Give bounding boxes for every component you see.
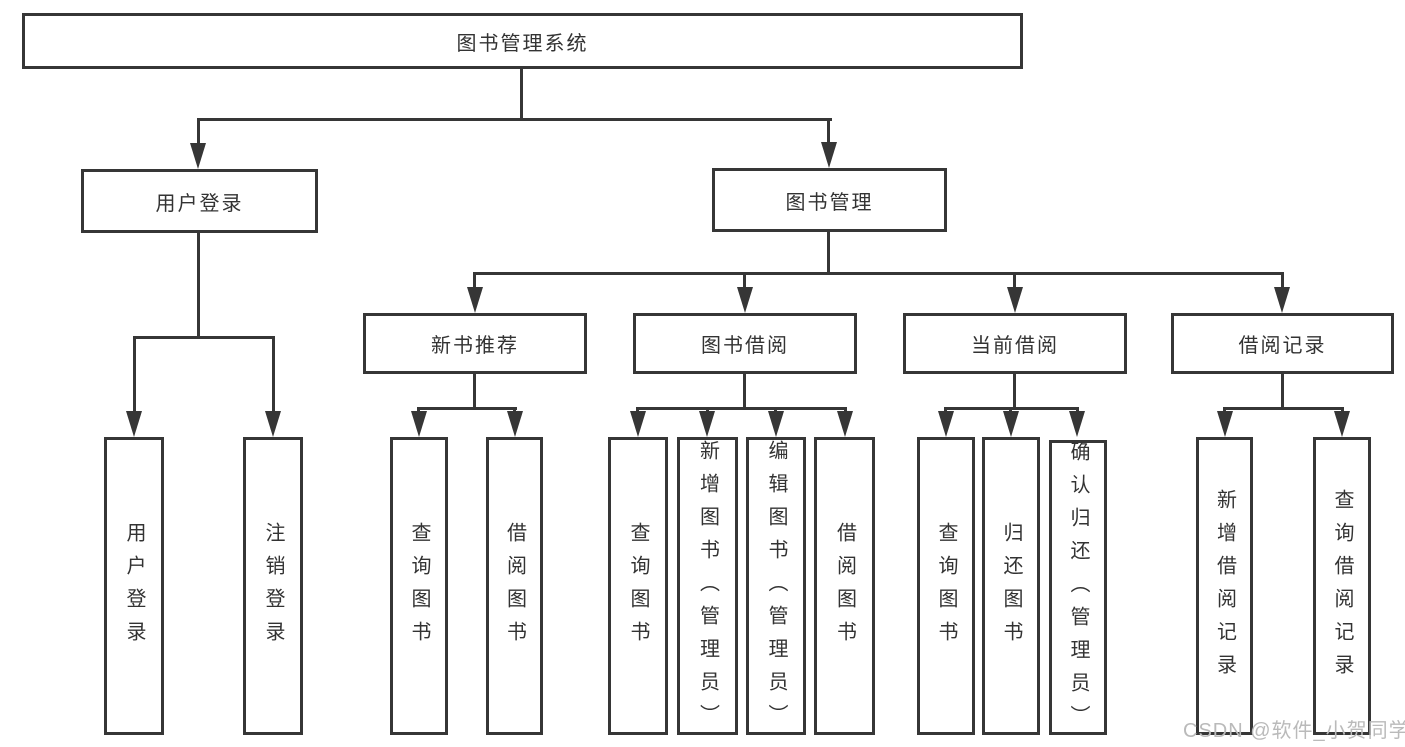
arrow-down-icon	[507, 411, 523, 437]
leaf-current-query-book: 查询图书	[917, 437, 975, 735]
node-book-management: 图书管理	[712, 168, 947, 232]
node-user-login: 用户登录	[81, 169, 318, 233]
connector-line	[1013, 374, 1016, 410]
node-borrow-records: 借阅记录	[1171, 313, 1394, 374]
node-label: 查询图书	[935, 522, 957, 654]
node-label: 注销登录	[262, 522, 284, 654]
node-label: 新增图书（管理员）	[696, 439, 719, 737]
node-book-borrow: 图书借阅	[633, 313, 857, 374]
node-label: 归还图书	[1000, 522, 1022, 654]
leaf-records-add-record: 新增借阅记录	[1196, 437, 1253, 735]
connector-line	[1223, 407, 1344, 410]
arrow-down-icon	[126, 411, 142, 437]
node-label: 新增借阅记录	[1213, 489, 1236, 687]
connector-line	[520, 69, 523, 121]
leaf-current-confirm-return-admin: 确认归还（管理员）	[1049, 440, 1107, 738]
leaf-current-return-book: 归还图书	[982, 437, 1040, 735]
arrow-down-icon	[1007, 287, 1023, 313]
arrow-down-icon	[630, 411, 646, 437]
arrow-down-icon	[190, 143, 206, 169]
node-label: 图书管理	[785, 191, 874, 214]
arrow-down-icon	[768, 411, 784, 437]
connector-line	[1281, 374, 1284, 410]
node-label: 用户登录	[155, 192, 244, 215]
node-label: 图书借阅	[701, 335, 789, 357]
node-label: 借阅图书	[503, 522, 526, 654]
connector-line	[473, 272, 476, 292]
node-label: 图书管理系统	[456, 32, 589, 55]
arrow-down-icon	[467, 287, 483, 313]
node-current-borrow: 当前借阅	[903, 313, 1127, 374]
node-label: 新书推荐	[431, 335, 519, 357]
node-label: 确认归还（管理员）	[1067, 441, 1089, 738]
connector-line	[133, 336, 136, 415]
connector-line	[636, 407, 847, 410]
connector-line	[473, 272, 1284, 275]
node-new-book-recommend: 新书推荐	[363, 313, 587, 374]
leaf-newbook-borrow-book: 借阅图书	[486, 437, 543, 735]
node-label: 借阅记录	[1238, 335, 1327, 357]
arrow-down-icon	[1069, 411, 1085, 437]
connector-line	[417, 407, 517, 410]
arrow-down-icon	[837, 411, 853, 437]
connector-line	[197, 233, 200, 339]
connector-line	[133, 336, 275, 339]
leaf-borrow-query-book: 查询图书	[608, 437, 668, 735]
node-label: 编辑图书（管理员）	[765, 439, 787, 737]
node-label: 查询图书	[627, 522, 649, 654]
node-label: 查询图书	[408, 522, 430, 654]
connector-line	[1281, 272, 1284, 292]
connector-line	[197, 118, 832, 121]
leaf-logout: 注销登录	[243, 437, 303, 735]
leaf-borrow-edit-book-admin: 编辑图书（管理员）	[746, 437, 806, 737]
node-label: 查询借阅记录	[1331, 489, 1353, 687]
connector-line	[827, 232, 830, 275]
connector-line	[272, 336, 275, 415]
connector-line	[827, 118, 830, 146]
leaf-newbook-query-book: 查询图书	[390, 437, 448, 735]
node-label: 借阅图书	[833, 522, 856, 654]
arrow-down-icon	[1003, 411, 1019, 437]
node-label: 当前借阅	[971, 335, 1059, 357]
arrow-down-icon	[1274, 287, 1290, 313]
connector-line	[473, 374, 476, 410]
connector-line	[1013, 272, 1016, 292]
arrow-down-icon	[265, 411, 281, 437]
arrow-down-icon	[821, 142, 837, 168]
arrow-down-icon	[1217, 411, 1233, 437]
arrow-down-icon	[411, 411, 427, 437]
arrow-down-icon	[699, 411, 715, 437]
connector-line	[743, 272, 746, 292]
leaf-records-query-record: 查询借阅记录	[1313, 437, 1371, 735]
leaf-user-login: 用户登录	[104, 437, 164, 735]
csdn-watermark: CSDN @软件_小贺同学	[1183, 720, 1405, 742]
arrow-down-icon	[737, 287, 753, 313]
connector-line	[197, 118, 200, 146]
connector-line	[743, 374, 746, 410]
arrow-down-icon	[1334, 411, 1350, 437]
node-root-library-system: 图书管理系统	[22, 13, 1023, 69]
arrow-down-icon	[938, 411, 954, 437]
leaf-borrow-borrow-book: 借阅图书	[814, 437, 875, 735]
node-label: 用户登录	[123, 522, 145, 654]
leaf-borrow-add-book-admin: 新增图书（管理员）	[677, 437, 738, 737]
